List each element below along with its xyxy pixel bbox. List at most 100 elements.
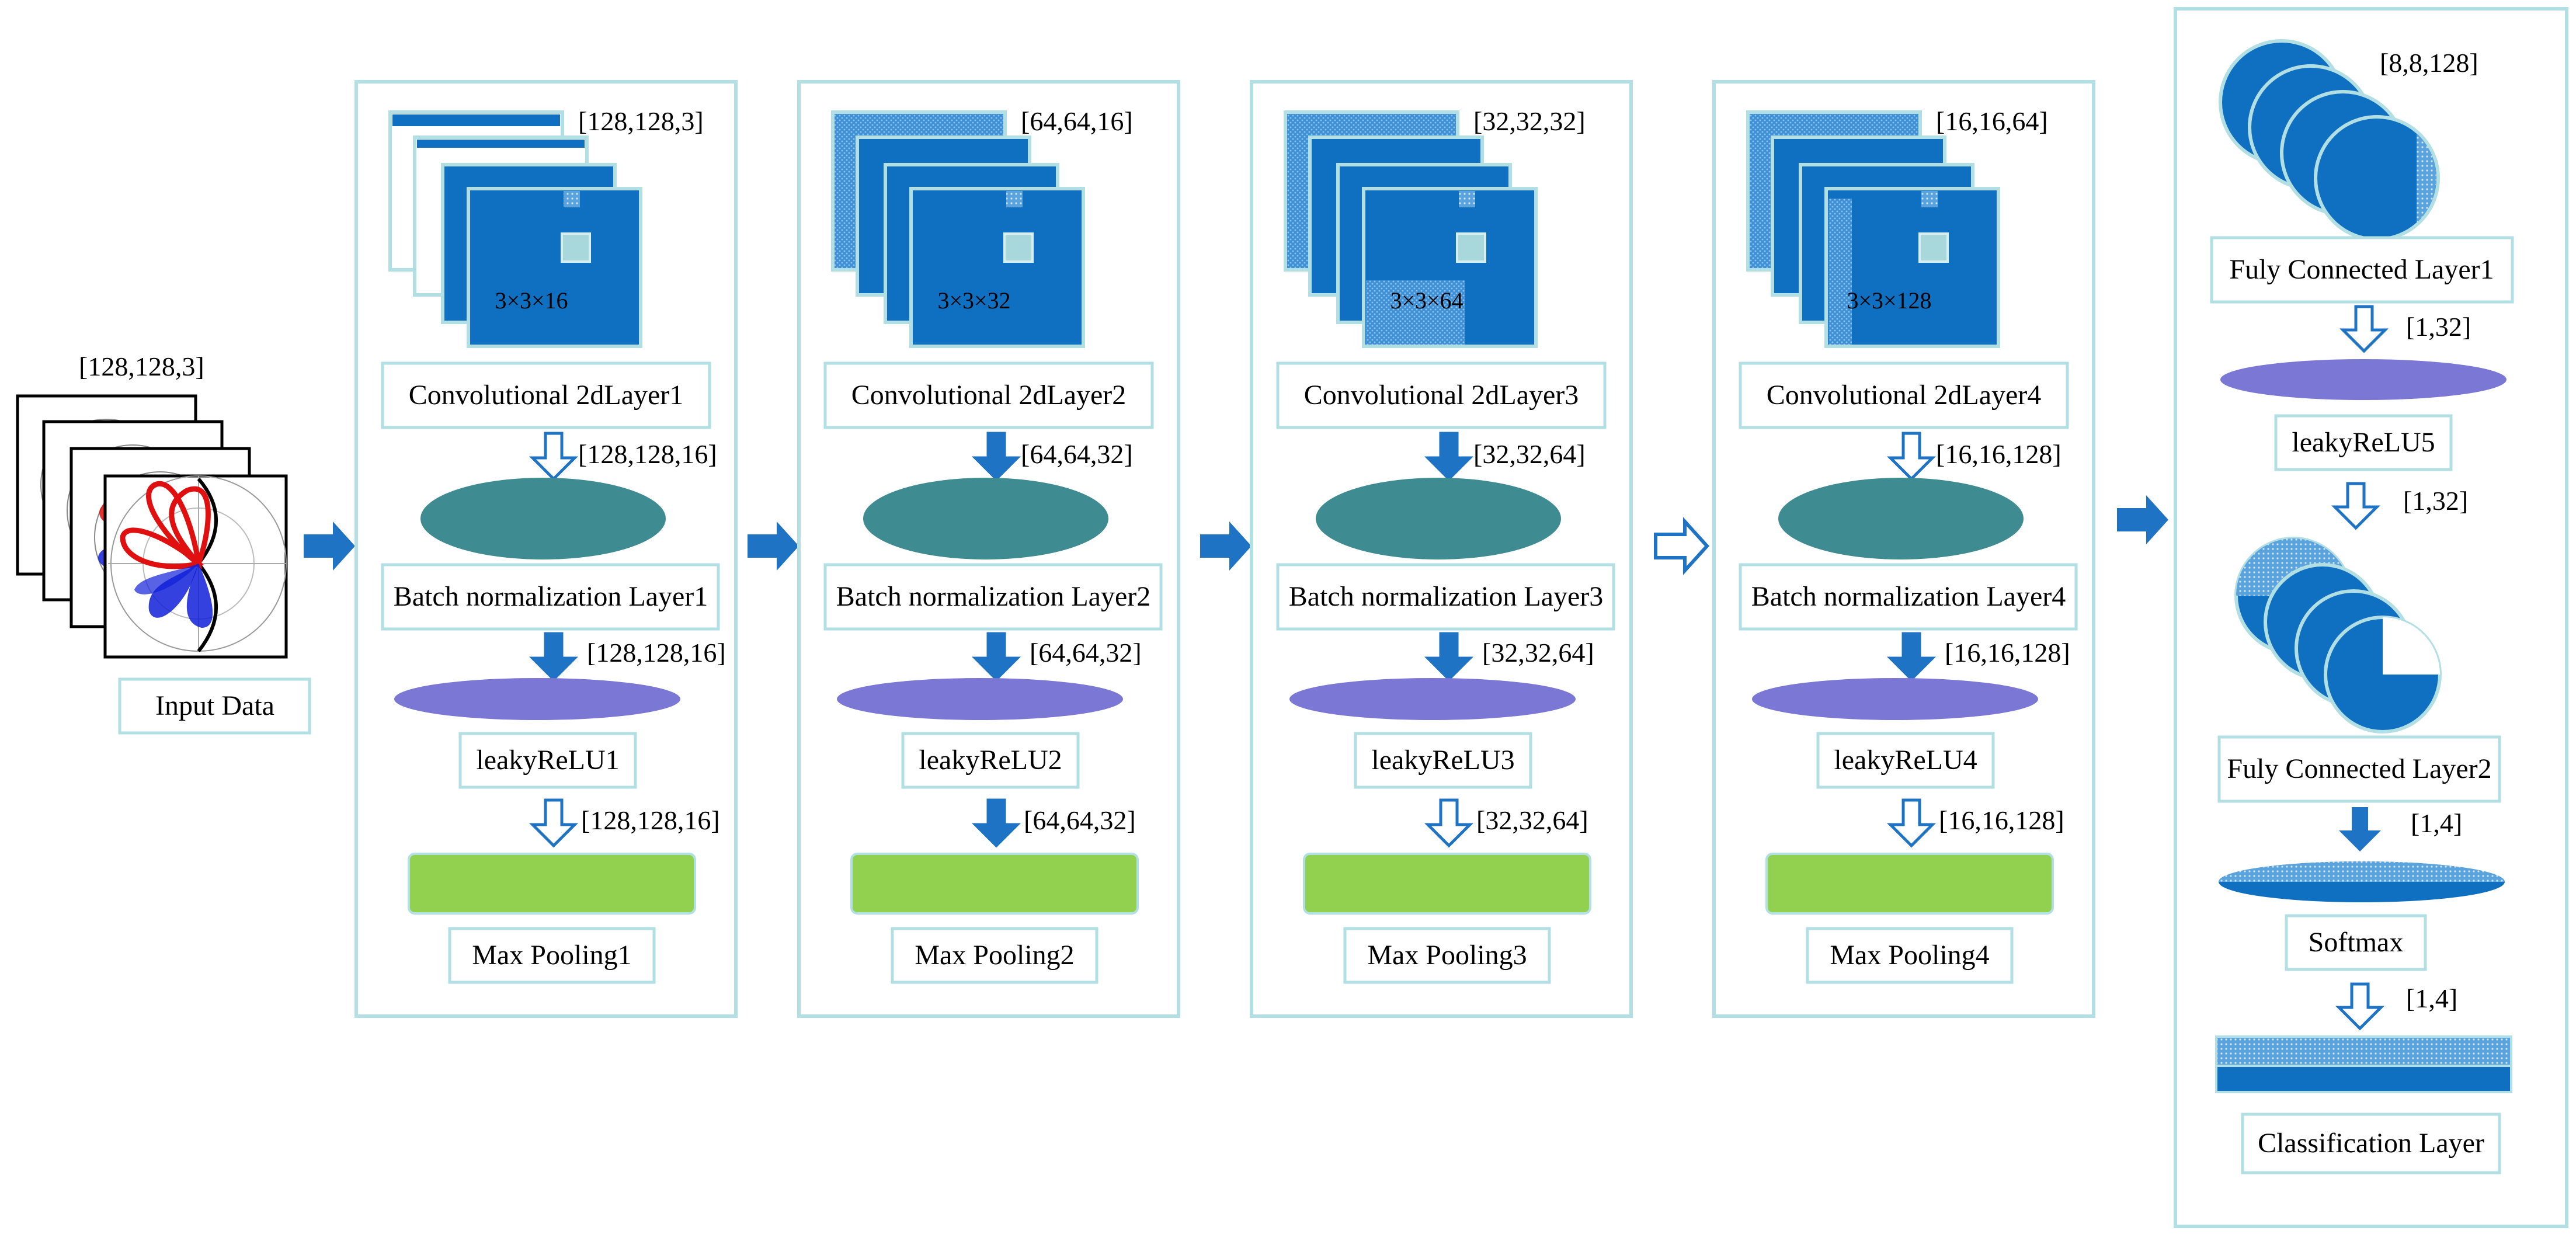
stage-4-conv-label: Convolutional 2dLayer4: [1766, 380, 2042, 411]
stage-3-batchnorm-box: [1276, 563, 1615, 631]
flow-arrow-3: [1200, 522, 1252, 571]
stage-1-kernel-dims: [128,128,3]: [578, 106, 704, 136]
stage-3-leakyrelu-label: leakyReLU3: [1371, 745, 1515, 776]
input-polar-plot-stack: [16, 394, 288, 659]
stage-3-conv-label: Convolutional 2dLayer3: [1303, 380, 1579, 411]
stage-3-bn-arrow: [1424, 632, 1474, 682]
stage-4-kernel-window: [1918, 232, 1949, 263]
stage-1: [354, 80, 738, 1018]
stage-1-bn-out: [128,128,16]: [587, 638, 726, 668]
head-panel-frame: [2174, 7, 2568, 1228]
stage-2-leakyrelu-label: leakyReLU2: [919, 745, 1062, 776]
stage-3-relu-out: [32,32,64]: [1476, 805, 1588, 835]
flow-arrows: [304, 495, 2168, 575]
stage-4-relu-out: [16,16,128]: [1939, 805, 2064, 835]
stage-2-conv-box: [823, 361, 1154, 429]
stage-2-bn-arrow: [971, 632, 1021, 682]
flow-arrow-4: [1654, 517, 1710, 575]
classification-shape: [2215, 1035, 2512, 1093]
stage-2-leakyrelu-shape: [837, 678, 1123, 720]
softmax-label: Softmax: [2308, 927, 2404, 958]
stage-1-conv-out: [128,128,16]: [578, 439, 717, 469]
leakyrelu5-label: leakyReLU5: [2292, 427, 2435, 458]
stage-2-kernel-size: 3×3×32: [937, 287, 1011, 314]
stage-4-maxpool-shape: [1765, 853, 2054, 915]
stage-4-kernel-dims: [16,16,64]: [1936, 106, 2048, 136]
fc2-label-box: [2217, 735, 2501, 803]
input-dims: [128,128,3]: [79, 352, 204, 381]
stage-4-frame: [1712, 80, 2095, 1018]
stage-3-batchnorm-label: Batch normalization Layer3: [1288, 581, 1604, 612]
stage-3-maxpool-box: [1343, 927, 1551, 984]
classification-box: [2241, 1113, 2501, 1174]
stage-2-relu-out: [64,64,32]: [1024, 805, 1136, 835]
flow-arrow-1: [304, 522, 355, 571]
stage-4-batchnorm-shape: [1778, 478, 2024, 559]
leakyrelu5-shape: [2220, 359, 2507, 400]
stage-2-maxpool-shape: [850, 853, 1139, 915]
fc1-dims: [8,8,128]: [2380, 48, 2478, 78]
stage-2-kernel-window: [1003, 232, 1034, 263]
stage-2-relu-arrow: [971, 798, 1021, 848]
stage-2-conv-label: Convolutional 2dLayer2: [851, 380, 1127, 411]
stage-1-conv-label: Convolutional 2dLayer1: [408, 380, 684, 411]
stage-4-maxpool-box: [1806, 927, 2014, 984]
fc1-down-arrow: [2339, 305, 2389, 353]
stage-3-maxpool-shape: [1303, 853, 1591, 915]
softmax-down-arrow: [2335, 982, 2385, 1031]
input-data-group: [16, 394, 311, 735]
softmax-box: [2285, 914, 2427, 971]
stage-1-kernel-size: 3×3×16: [495, 287, 568, 314]
input-data-label-box: [118, 677, 311, 735]
stage-4: [1712, 80, 2095, 1018]
stage-3-kernel-size: 3×3×64: [1390, 287, 1463, 314]
stage-3-frame: [1250, 80, 1633, 1018]
flow-arrow-2: [748, 522, 799, 571]
stage-1-batchnorm-shape: [420, 478, 666, 559]
stage-4-kernel-size: 3×3×128: [1847, 287, 1932, 314]
fc2-out-dims: [1,4]: [2411, 808, 2463, 838]
stage-2-bn-out: [64,64,32]: [1030, 638, 1142, 668]
stage-1-relu-out: [128,128,16]: [581, 805, 720, 835]
stage-1-feature-maps: [388, 110, 642, 348]
stage-2-batchnorm-box: [823, 563, 1163, 631]
softmax-shape: [2219, 861, 2505, 902]
stage-4-relu-arrow: [1886, 798, 1937, 848]
stage-1-leakyrelu-box: [458, 732, 637, 789]
stage-4-bn-arrow: [1886, 632, 1937, 682]
input-data-label: Input Data: [155, 690, 274, 721]
stage-2-batchnorm-shape: [863, 478, 1108, 559]
stage-1-bn-arrow: [529, 632, 579, 682]
flow-arrow-5: [2117, 495, 2168, 544]
stage-4-bn-out: [16,16,128]: [1945, 638, 2070, 668]
stage-2-frame: [797, 80, 1180, 1018]
stage-1-batchnorm-label: Batch normalization Layer1: [393, 581, 708, 612]
stage-1-leakyrelu-label: leakyReLU1: [476, 745, 620, 776]
stage-1-leakyrelu-shape: [394, 678, 680, 720]
relu5-out-dims: [1,32]: [2403, 486, 2469, 516]
stage-3-kernel-dims: [32,32,32]: [1473, 106, 1586, 136]
stage-1-frame: [354, 80, 738, 1018]
conv-stages: [354, 80, 2095, 1018]
fc2-label: Fuly Connected Layer2: [2227, 753, 2492, 784]
stage-3-leakyrelu-box: [1354, 732, 1532, 789]
stage-4-batchnorm-label: Batch normalization Layer4: [1751, 581, 2066, 612]
stage-4-batchnorm-box: [1739, 563, 2078, 631]
relu5-down-arrow: [2331, 482, 2381, 530]
stage-1-maxpool-box: [448, 927, 656, 984]
head-panel: [2174, 7, 2568, 1228]
stage-1-batchnorm-box: [381, 563, 720, 631]
stage-4-conv-arrow: [1886, 432, 1937, 481]
stage-2-feature-maps: [831, 110, 1085, 348]
leakyrelu5-box: [2274, 414, 2453, 471]
fc1-neuron-stack: [2219, 39, 2440, 241]
stage-2-maxpool-box: [891, 927, 1098, 984]
fc2-neuron-stack: [2234, 537, 2442, 734]
polar-plot-card-front: [103, 474, 288, 659]
stage-4-maxpool-label: Max Pooling4: [1830, 940, 1990, 971]
stage-3-kernel-window: [1456, 232, 1486, 263]
fc1-label: Fuly Connected Layer1: [2229, 254, 2494, 285]
stage-1-relu-arrow: [529, 798, 579, 848]
